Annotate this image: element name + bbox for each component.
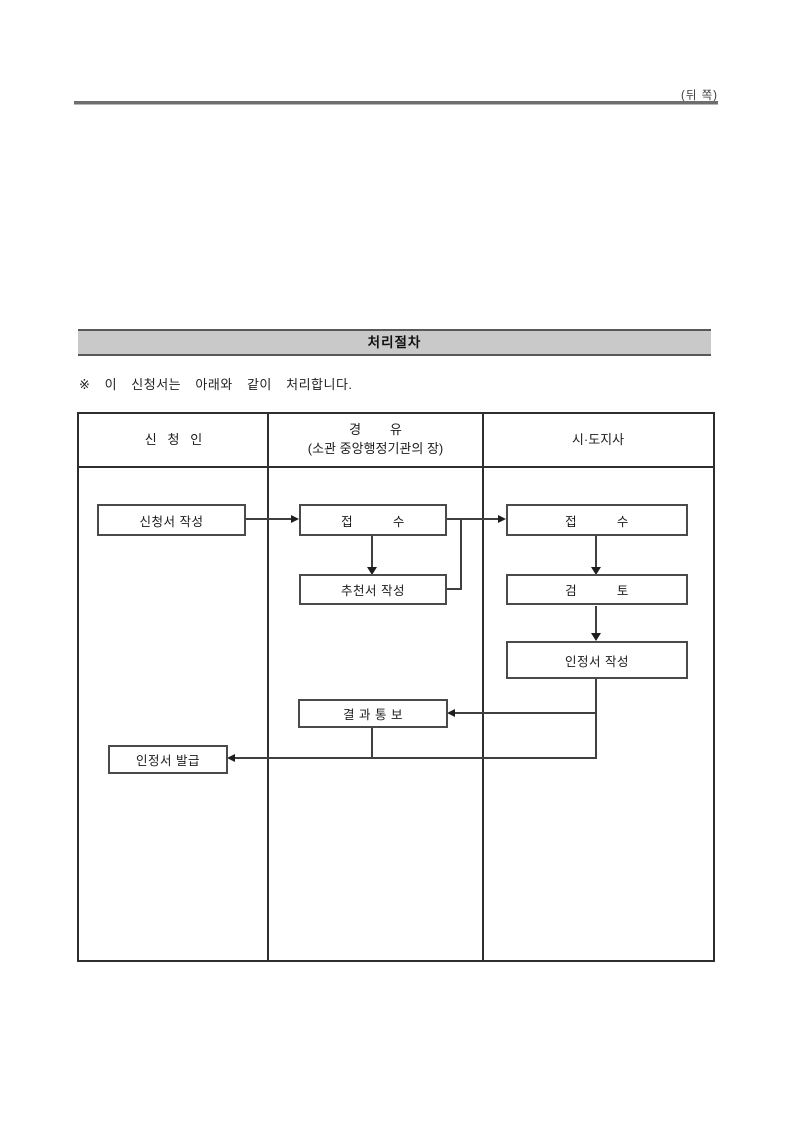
procedure-table: 신 청 인 경 유 (소관 중앙행정기관의 장) 시·도지사	[77, 412, 715, 962]
section-banner: 처리절차	[78, 329, 711, 356]
processing-note: ※ 이 신청서는 아래와 같이 처리합니다.	[79, 377, 353, 392]
page-side-label: (뒤 쪽)	[680, 90, 718, 102]
section-title: 처리절차	[367, 335, 422, 350]
header-applicant: 신 청 인	[79, 414, 268, 466]
top-horizontal-rule	[74, 101, 718, 105]
header-applicant-label: 신 청 인	[144, 431, 203, 447]
header-via: 경 유 (소관 중앙행정기관의 장)	[268, 414, 483, 466]
table-header-row: 신 청 인 경 유 (소관 중앙행정기관의 장) 시·도지사	[79, 414, 713, 468]
column-divider-2	[482, 414, 484, 960]
header-governor: 시·도지사	[483, 414, 713, 466]
header-via-line1: 경 유	[349, 422, 402, 438]
header-via-line2: (소관 중앙행정기관의 장)	[307, 441, 444, 456]
column-divider-1	[267, 414, 269, 960]
header-governor-label: 시·도지사	[571, 431, 625, 447]
